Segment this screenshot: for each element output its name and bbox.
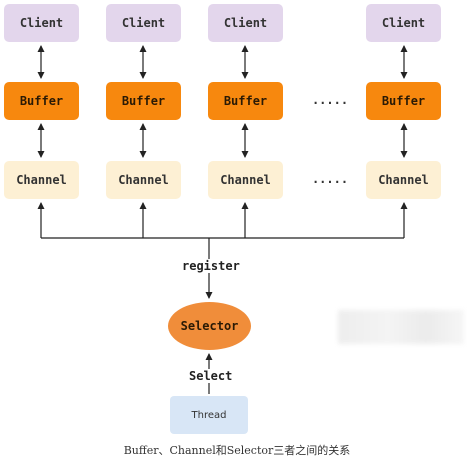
buffer-box-2: Buffer: [106, 82, 181, 120]
channel-box-3: Channel: [208, 161, 283, 199]
buffer-ellipsis: .....: [311, 93, 349, 107]
select-label: Select: [187, 369, 235, 383]
buffer-box-1: Buffer: [4, 82, 79, 120]
figure-caption: Buffer、Channel和Selector三者之间的关系: [123, 444, 351, 457]
channel-box-1: Channel: [4, 161, 79, 199]
register-label: register: [180, 259, 242, 273]
channel-box-4: Channel: [366, 161, 441, 199]
thread-box: Thread: [170, 396, 248, 434]
client-box-3: Client: [208, 4, 283, 42]
channel-box-2: Channel: [106, 161, 181, 199]
channel-ellipsis: .....: [311, 172, 349, 186]
selector-node: Selector: [168, 302, 251, 350]
blurred-watermark: [338, 310, 464, 344]
buffer-box-3: Buffer: [208, 82, 283, 120]
buffer-box-4: Buffer: [366, 82, 441, 120]
client-box-1: Client: [4, 4, 79, 42]
client-box-4: Client: [366, 4, 441, 42]
client-box-2: Client: [106, 4, 181, 42]
